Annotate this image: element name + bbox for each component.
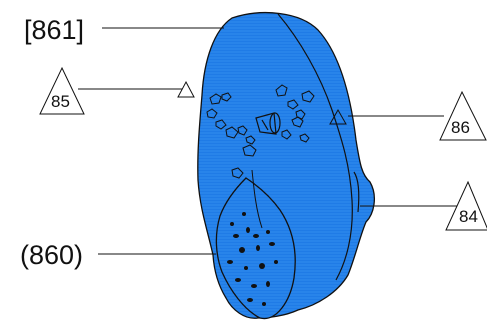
notch-line (353, 171, 360, 213)
label-86: 86 (451, 118, 470, 137)
survey-markers (39, 66, 487, 231)
inner-boundary-line (277, 13, 353, 281)
triangle-86 (439, 90, 487, 141)
stone-cluster (206, 84, 315, 179)
triangle-85 (39, 66, 85, 115)
vessel-symbol (255, 112, 281, 135)
label-84: 84 (459, 207, 478, 226)
feature-860-area (215, 177, 296, 320)
feature-860-inner-line (251, 169, 263, 229)
dark-inclusions (227, 212, 278, 306)
small-triangle-85 (177, 80, 195, 98)
leader-lines (78, 27, 458, 255)
small-triangle-86 (329, 108, 347, 125)
label-860: (860) (20, 240, 83, 270)
label-85: 85 (51, 92, 70, 111)
label-861: [861] (24, 15, 84, 45)
triangle-84 (445, 180, 487, 231)
